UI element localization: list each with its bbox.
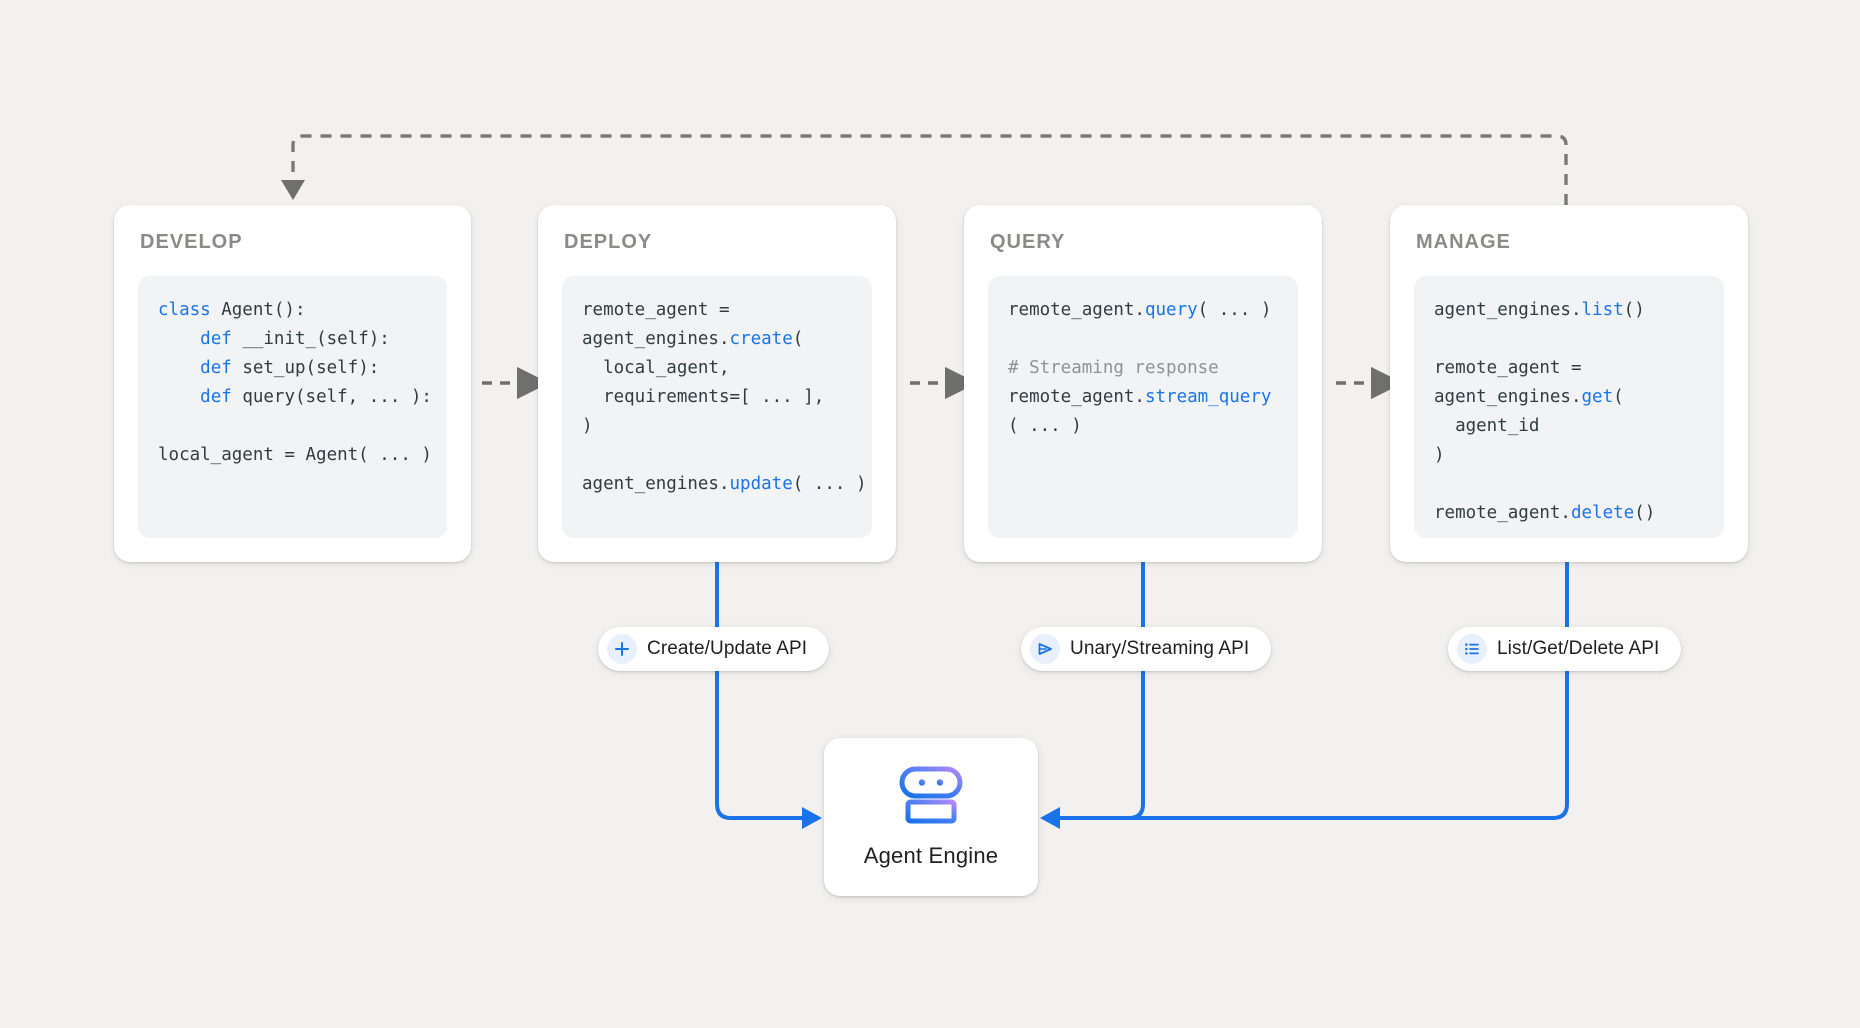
code-block-query: remote_agent.query( ... ) # Streaming re… <box>988 276 1298 538</box>
stage-card-develop[interactable]: DEVELOP class Agent(): def __init_(self)… <box>114 205 471 562</box>
list-icon <box>1457 634 1487 664</box>
api-pill-unary-streaming[interactable]: Unary/Streaming API <box>1021 627 1272 671</box>
send-triangle-icon <box>1030 634 1060 664</box>
stage-card-deploy[interactable]: DEPLOY remote_agent = agent_engines.crea… <box>538 205 896 562</box>
api-pill-label: List/Get/Delete API <box>1497 638 1660 659</box>
api-pill-label: Unary/Streaming API <box>1070 638 1250 659</box>
wire-deploy-to-engine <box>715 656 805 820</box>
code-block-deploy: remote_agent = agent_engines.create( loc… <box>562 276 872 538</box>
stage-title-manage: MANAGE <box>1416 231 1511 253</box>
stage-card-manage[interactable]: MANAGE agent_engines.list() remote_agent… <box>1390 205 1748 562</box>
api-pill-label: Create/Update API <box>647 638 808 659</box>
arrowhead-engine-left <box>802 807 822 829</box>
api-pill-list-get-delete[interactable]: List/Get/Delete API <box>1448 627 1682 671</box>
arrowhead-engine-right <box>1040 807 1060 829</box>
stage-card-query[interactable]: QUERY remote_agent.query( ... ) # Stream… <box>964 205 1322 562</box>
feedback-arrowhead <box>281 180 305 200</box>
stage-title-develop: DEVELOP <box>140 231 243 253</box>
stage-title-query: QUERY <box>990 231 1066 253</box>
agent-engine-label: Agent Engine <box>863 842 999 868</box>
robot-icon <box>898 766 964 829</box>
wire-manage-to-engine <box>1060 656 1569 820</box>
code-block-manage: agent_engines.list() remote_agent = agen… <box>1414 276 1724 538</box>
stage-title-deploy: DEPLOY <box>564 231 653 253</box>
api-pill-create-update[interactable]: Create/Update API <box>598 627 830 671</box>
feedback-dashed-path <box>291 134 1568 205</box>
agent-engine-node[interactable]: Agent Engine <box>824 738 1038 896</box>
plus-icon <box>607 634 637 664</box>
code-block-develop: class Agent(): def __init_(self): def se… <box>138 276 447 538</box>
wire-query-to-engine <box>1060 656 1145 820</box>
